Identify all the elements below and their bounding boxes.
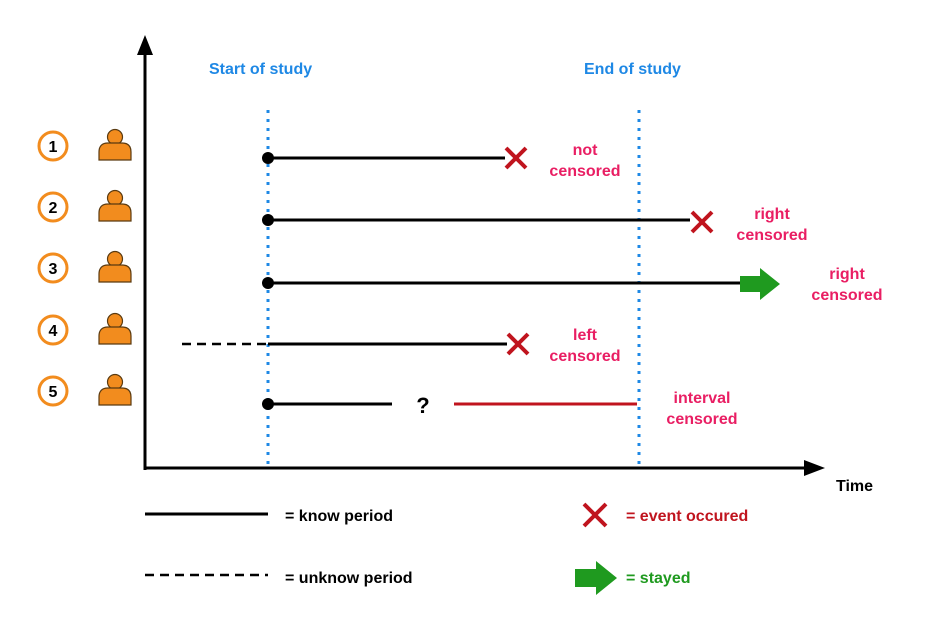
legend-event-label: = event occured xyxy=(626,508,748,525)
person-icon xyxy=(98,189,132,222)
legend-unknown-label: = unknow period xyxy=(285,570,413,587)
status-line-1: not xyxy=(573,142,599,159)
time-label: Time xyxy=(836,478,873,495)
x-mark-icon xyxy=(690,210,714,234)
person-icon xyxy=(98,250,132,283)
x-mark-icon xyxy=(504,146,528,170)
subject-number-badge xyxy=(37,130,69,162)
person-icon xyxy=(98,312,132,345)
status-line-1: left xyxy=(573,327,598,344)
subject-row-1: 1 not censored xyxy=(37,128,621,180)
legend-stayed-label: = stayed xyxy=(626,570,690,587)
end-of-study-label: End of study xyxy=(584,61,681,78)
status-line-2: censored xyxy=(549,348,620,365)
axes: Time xyxy=(137,35,873,495)
status-line-2: censored xyxy=(666,411,737,428)
subject-number: 3 xyxy=(49,261,58,278)
start-of-study-label: Start of study xyxy=(209,61,312,78)
arrow-right-icon xyxy=(575,561,617,595)
legend: = know period = unknow period = event oc… xyxy=(145,502,748,595)
subject-number-badge xyxy=(37,314,69,346)
person-icon xyxy=(98,373,132,406)
status-line-1: right xyxy=(754,206,790,223)
status-line-2: censored xyxy=(811,287,882,304)
status-line-2: censored xyxy=(549,163,620,180)
subject-number: 4 xyxy=(49,323,58,340)
arrow-right-icon xyxy=(740,268,780,300)
subject-row-2: 2 right censored xyxy=(37,189,808,244)
subject-row-4: 4 left censored xyxy=(37,312,621,365)
legend-known-label: = know period xyxy=(285,508,393,525)
subject-number-badge xyxy=(37,252,69,284)
subject-number: 1 xyxy=(49,139,58,156)
y-axis-arrow-icon xyxy=(137,35,153,55)
status-line-1: right xyxy=(829,266,865,283)
subject-number: 5 xyxy=(49,384,58,401)
x-axis-arrow-icon xyxy=(804,460,825,476)
person-icon xyxy=(98,128,132,161)
x-mark-icon xyxy=(506,332,530,356)
subject-number-badge xyxy=(37,191,69,223)
study-boundaries: Start of study End of study xyxy=(209,61,681,470)
subject-row-5: 5 ? interval censored xyxy=(37,373,738,428)
status-line-2: censored xyxy=(736,227,807,244)
subject-row-3: 3 right censored xyxy=(37,250,883,304)
subject-number-badge xyxy=(37,375,69,407)
unknown-mark: ? xyxy=(416,393,429,418)
subject-number: 2 xyxy=(49,200,58,217)
x-mark-icon xyxy=(582,502,608,528)
status-line-1: interval xyxy=(674,390,731,407)
